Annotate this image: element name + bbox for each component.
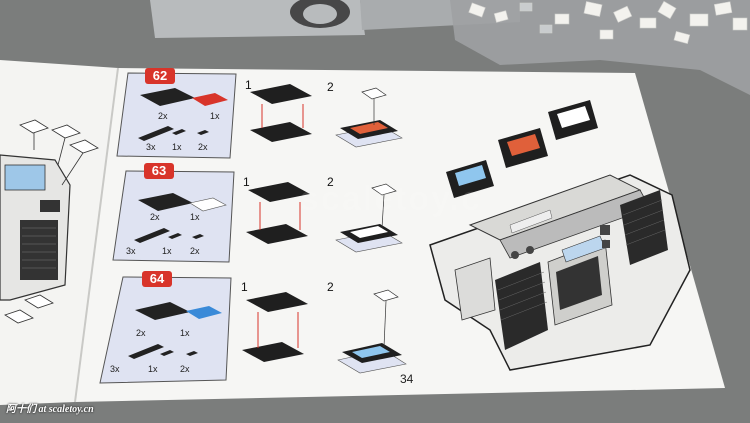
qty-c-62: 2x (198, 142, 208, 152)
step-62-panel (116, 72, 237, 159)
watermark: scaletoy.c (300, 180, 482, 218)
substep-63-2: 2 (327, 175, 334, 189)
substep-plates-62 (250, 84, 312, 142)
qty-plate-64: 2x (136, 328, 146, 338)
boombox-illustration (429, 100, 691, 371)
qty-plate-63: 2x (150, 212, 160, 222)
substep-63-1: 1 (243, 175, 250, 189)
qty-a-62: 3x (146, 142, 156, 152)
cassette-62 (335, 87, 403, 148)
step-62-number: 62 (145, 68, 175, 84)
substep-plates-64 (242, 292, 308, 362)
loose-bricks (468, 0, 748, 45)
step-63-panel (112, 170, 235, 263)
qty-b-62: 1x (172, 142, 182, 152)
qty-tile-63: 1x (190, 212, 200, 222)
step-63-number: 63 (144, 163, 174, 179)
cassette-64 (337, 289, 407, 374)
step-64-number: 64 (142, 271, 172, 287)
substep-62-2: 2 (327, 80, 334, 94)
qty-b-63: 1x (162, 246, 172, 256)
qty-a-64: 3x (110, 364, 120, 374)
substep-62-1: 1 (245, 78, 252, 92)
qty-a-63: 3x (126, 246, 136, 256)
qty-c-64: 2x (180, 364, 190, 374)
page-number: 34 (400, 372, 414, 386)
substep-64-1: 1 (241, 280, 248, 294)
step-64-panel (99, 276, 232, 384)
cassette-tape-white (446, 160, 494, 198)
left-page-boombox (0, 119, 99, 324)
qty-tile-62: 1x (210, 111, 220, 121)
cassette-63 (335, 183, 403, 253)
cassette-tape-orange (498, 128, 548, 168)
cassette-tape-blue (548, 100, 598, 140)
qty-c-63: 2x (190, 246, 200, 256)
photo-caption: 阿十们 at scaletoy.cn (6, 404, 94, 415)
substep-64-2: 2 (327, 280, 334, 294)
qty-tile-64: 1x (180, 328, 190, 338)
substep-plates-63 (246, 182, 310, 244)
qty-b-64: 1x (148, 364, 158, 374)
qty-plate-62: 2x (158, 111, 168, 121)
